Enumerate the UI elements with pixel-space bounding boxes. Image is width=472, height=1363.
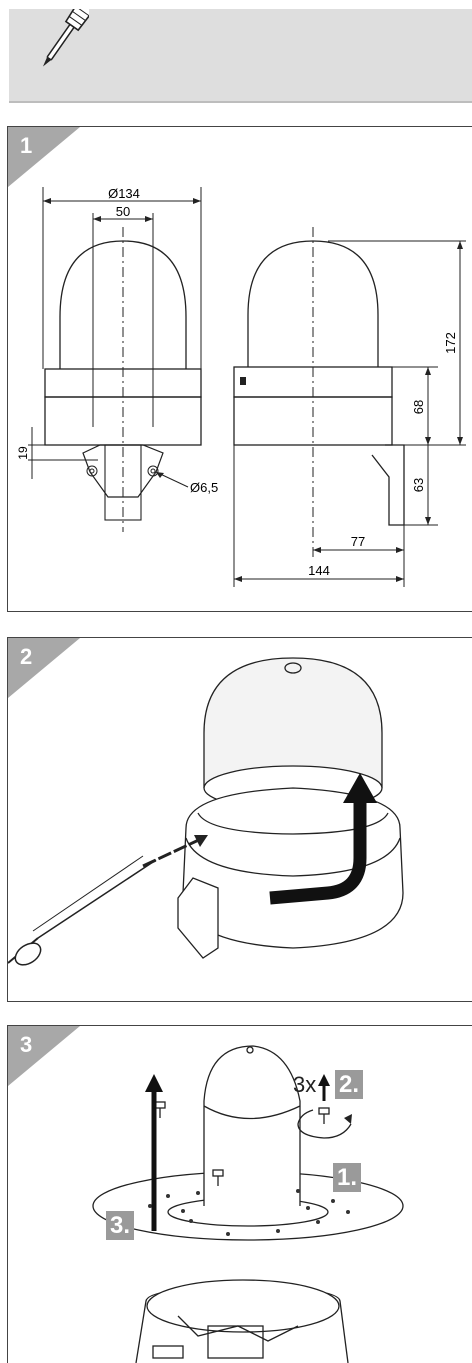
substep-tag-1: 1. [333,1163,362,1192]
step2-number: 2 [20,644,33,669]
substep-tag-2: 2. [335,1070,364,1099]
screwdriver-icon [42,0,95,67]
step-corner-triangle [8,1026,80,1086]
dim-68: 68 [411,400,426,414]
dimension-drawing [28,187,466,587]
dim-172: 172 [443,332,458,354]
substep-tag-3: 3. [106,1211,135,1240]
step3-panel: 3 [7,1025,472,1363]
step1-panel: 1 [7,126,472,612]
repeat-count-label: 3x [293,1072,317,1097]
remove-dome-illustration [8,657,404,966]
step-corner-triangle [8,127,80,187]
dimension-labels: Ø134 50 19 Ø6,5 172 68 63 77 144 [16,186,458,578]
tool-header [9,0,472,103]
dim-50: 50 [116,204,130,219]
dim-19: 19 [16,446,30,460]
dim-134: Ø134 [108,186,140,201]
dim-hole: Ø6,5 [190,480,218,495]
step2-panel: 2 [7,637,472,1002]
dim-77: 77 [351,534,365,549]
disassembly-illustration [92,1045,404,1363]
step-corner-triangle [8,638,80,698]
step3-number: 3 [20,1032,33,1057]
dim-144: 144 [308,563,330,578]
dim-63: 63 [411,478,426,492]
step1-number: 1 [20,133,33,158]
